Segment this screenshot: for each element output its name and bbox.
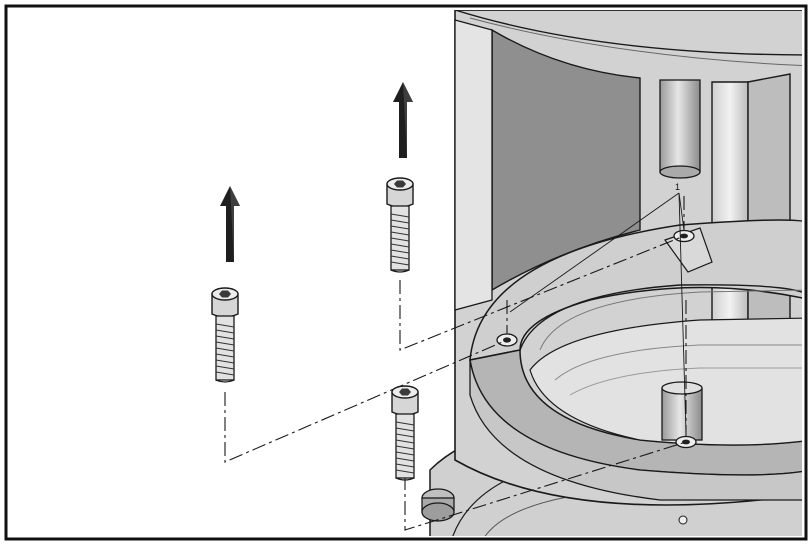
alignment-leader-lines bbox=[224, 196, 687, 531]
guide-pin bbox=[661, 381, 703, 449]
callout-1 bbox=[509, 192, 687, 435]
socket-head-cap-screw-icon bbox=[211, 287, 239, 383]
base-bolt bbox=[421, 488, 455, 522]
socket-head-cap-screw-icon bbox=[386, 177, 414, 273]
socket-head-cap-screw-icon bbox=[391, 385, 419, 481]
retaining-ring bbox=[469, 219, 802, 501]
callout-label: 1 bbox=[675, 182, 680, 192]
